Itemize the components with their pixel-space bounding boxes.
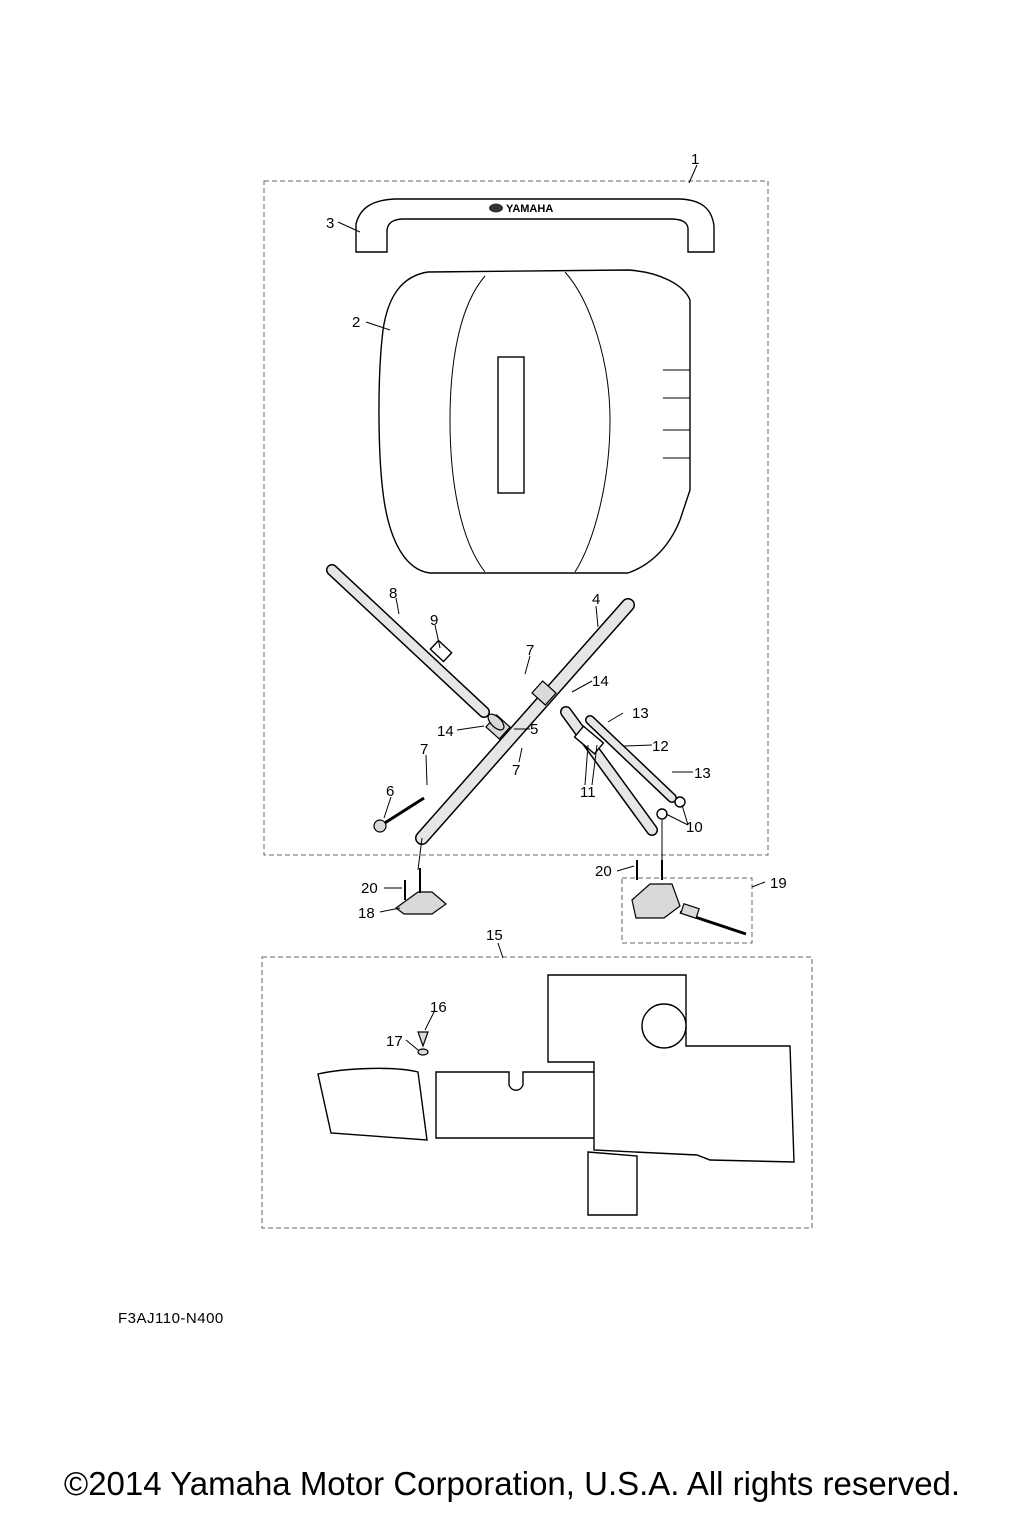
- callout-14-a: 14: [592, 673, 609, 690]
- copyright-notice: ©2014 Yamaha Motor Corporation, U.S.A. A…: [63, 1465, 961, 1502]
- callout-19: 19: [770, 875, 787, 892]
- leader-lines: [337, 164, 766, 1051]
- part-4-strut: [415, 598, 635, 845]
- diagram-code: F3AJ110-N400: [118, 1310, 224, 1327]
- callout-8: 8: [389, 585, 397, 602]
- part-2-seat: [378, 269, 691, 574]
- part-15-mat-kit: [317, 974, 795, 1216]
- callout-10: 10: [686, 819, 703, 836]
- callout-18: 18: [358, 905, 375, 922]
- callout-7-a: 7: [526, 642, 534, 659]
- callout-13-a: 13: [632, 705, 649, 722]
- kit-box-19: [621, 877, 753, 944]
- callout-20-a: 20: [361, 880, 378, 897]
- part-6-pin: [373, 796, 425, 833]
- part-16-clip: [417, 1031, 429, 1056]
- kit-box-15: [261, 956, 813, 1229]
- callout-17: 17: [386, 1033, 403, 1050]
- callout-7-b: 7: [420, 741, 428, 758]
- callout-6: 6: [386, 783, 394, 800]
- callout-1: 1: [691, 151, 699, 168]
- callout-11: 11: [580, 784, 596, 801]
- callout-9: 9: [430, 612, 438, 629]
- part-19-base-mount-kit: [631, 860, 747, 936]
- callout-2: 2: [352, 314, 360, 331]
- callout-15: 15: [486, 927, 503, 944]
- part-8-strut: [326, 564, 490, 718]
- callout-3: 3: [326, 215, 334, 232]
- callout-20-b: 20: [595, 863, 612, 880]
- callout-4: 4: [592, 591, 600, 608]
- kit-box-1: [263, 180, 769, 856]
- part-11-strut-assembly: [560, 706, 686, 836]
- part-18-base-mount: [394, 868, 447, 915]
- callout-16: 16: [430, 999, 447, 1016]
- brand-text: YAMAHA: [506, 203, 553, 215]
- part-3-handle-cover: YAMAHA: [355, 198, 715, 253]
- callout-12: 12: [652, 738, 669, 755]
- callout-14-b: 14: [437, 723, 454, 740]
- callout-7-c: 7: [512, 762, 520, 779]
- callout-5: 5: [530, 721, 538, 738]
- callout-13-b: 13: [694, 765, 711, 782]
